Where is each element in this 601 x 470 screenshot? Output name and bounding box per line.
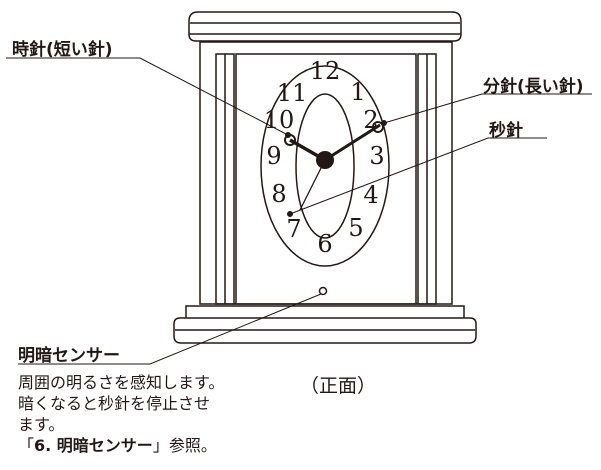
face-panel: [235, 53, 417, 305]
reference-section-title: 6. 明暗センサー: [34, 436, 153, 455]
description-line-3: ます。: [18, 415, 65, 434]
numeral-7: 7: [286, 215, 301, 243]
second-hand: [299, 159, 326, 211]
numeral-12: 12: [310, 57, 341, 85]
numeral-10: 10: [264, 106, 295, 134]
hour-hand-label: 時針(短い針): [12, 40, 113, 60]
numeral-11: 11: [277, 79, 308, 107]
minute-hand-label: 分針(長い針): [483, 77, 584, 97]
dial-outer-ring: [260, 65, 390, 267]
numeral-5: 5: [348, 214, 363, 242]
numeral-9: 9: [266, 142, 281, 170]
light-sensor-description: 周囲の明るさを感知します。 暗くなると秒針を停止させ ます。 「6. 明暗センサ…: [18, 372, 224, 456]
dial-inner-ring: [295, 93, 355, 239]
numeral-4: 4: [363, 181, 378, 209]
center-cap: [316, 151, 334, 169]
description-reference: 「6. 明暗センサー」参照。: [18, 435, 224, 456]
leader-hour-hand: [6, 57, 289, 136]
reference-open-bracket: 「: [18, 436, 35, 455]
description-line-2: 暗くなると秒針を停止させ: [18, 394, 211, 413]
reference-close-text: 」参照。: [152, 436, 217, 455]
description-line-1: 周囲の明るさを感知します。: [18, 373, 225, 392]
minute-hand-loop: [372, 121, 384, 133]
leader-minute-hand: [383, 93, 592, 124]
clock-top-cap: [188, 11, 462, 42]
light-sensor-label: 明暗センサー: [18, 346, 120, 366]
numeral-3: 3: [369, 142, 384, 170]
numeral-6: 6: [317, 230, 332, 258]
light-sensor: [318, 286, 328, 296]
minute-hand: [324, 123, 381, 162]
second-hand-label: 秒針: [489, 121, 523, 141]
leader-second-hand: [289, 137, 547, 215]
front-view-caption: （正面）: [300, 375, 377, 397]
numeral-1: 1: [350, 78, 365, 106]
leader-light-sensor: [18, 293, 322, 365]
clock-base: [173, 305, 477, 344]
numeral-8: 8: [271, 180, 286, 208]
